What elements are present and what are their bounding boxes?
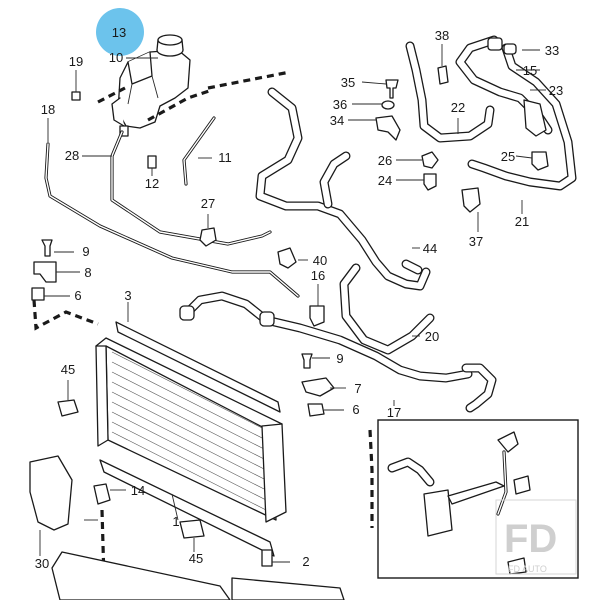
bleed-fitting [71, 91, 81, 101]
callout-7: 7 [354, 381, 361, 396]
callout-30: 30 [35, 556, 49, 571]
callout-19: 19 [69, 54, 83, 69]
drain-plug-2 [261, 549, 273, 567]
callout-9-center: 9 [336, 351, 343, 366]
highlight-bubble [96, 8, 144, 56]
callout-23: 23 [549, 83, 563, 98]
callout-45-left: 45 [61, 362, 75, 377]
callout-24: 24 [378, 173, 392, 188]
detail-inset [377, 419, 579, 579]
bracket-34 [375, 115, 401, 141]
clip-25 [531, 151, 549, 171]
leader-lines [39, 44, 546, 563]
rubber-mount-14 [93, 483, 111, 505]
lower-cross-member [51, 551, 231, 600]
callout-2: 2 [302, 554, 309, 569]
clip-45-bottom [179, 519, 205, 539]
callout-35: 35 [341, 75, 355, 90]
callout-13: 13 [112, 25, 126, 40]
callout-26: 26 [378, 153, 392, 168]
callout-20: 20 [425, 329, 439, 344]
washer-36 [381, 100, 395, 110]
clip-26 [421, 151, 439, 169]
bolt-35 [385, 79, 399, 99]
callout-25: 25 [501, 149, 515, 164]
callout-11: 11 [218, 150, 232, 165]
clip-40 [277, 247, 297, 269]
callout-8: 8 [84, 265, 91, 280]
clip-45-left [57, 399, 79, 417]
callout-45-bottom: 45 [189, 551, 203, 566]
callout-14: 14 [131, 483, 145, 498]
connection-line [147, 88, 213, 122]
mount-6-center [307, 403, 325, 417]
mount-6-left [31, 287, 45, 301]
lower-cross-member-2 [231, 577, 345, 600]
callout-37: 37 [469, 234, 483, 249]
side-bracket-30 [29, 455, 73, 531]
connection-line [368, 429, 374, 528]
clip-16 [309, 305, 325, 327]
hose-connector [179, 305, 195, 321]
callout-10: 10 [109, 50, 123, 65]
radiator [95, 321, 287, 557]
bracket-23 [523, 99, 547, 137]
callout-12: 12 [145, 176, 159, 191]
connection-line [97, 86, 126, 104]
callout-21: 21 [515, 214, 529, 229]
callout-9-left: 9 [82, 244, 89, 259]
svg-text:FD: FD [504, 517, 557, 561]
callout-18: 18 [41, 102, 55, 117]
bolt-9-left [41, 239, 53, 257]
callout-34: 34 [330, 113, 344, 128]
hose-clamp-33 [487, 37, 503, 51]
clip-38 [437, 65, 449, 85]
callout-16: 16 [311, 268, 325, 283]
callout-6-center: 6 [352, 402, 359, 417]
connection-line [207, 70, 291, 90]
callout-33: 33 [545, 43, 559, 58]
watermark-logo: FD FD AUTO [495, 499, 577, 575]
expansion-tank-cap [156, 34, 184, 57]
callout-15: 15 [523, 63, 537, 78]
upper-radiator-hose [255, 87, 431, 291]
callout-36: 36 [333, 97, 347, 112]
callout-3: 3 [124, 288, 131, 303]
connection-line [32, 299, 99, 331]
callout-6-left: 6 [74, 288, 81, 303]
expansion-tank [111, 49, 191, 137]
callout-1: 1 [172, 514, 179, 529]
coolant-pipe-11 [182, 116, 216, 186]
bracket-7 [301, 377, 335, 397]
hose-clamp-33 [503, 43, 517, 55]
callout-28: 28 [65, 148, 79, 163]
callout-40: 40 [313, 253, 327, 268]
callout-22: 22 [451, 100, 465, 115]
callout-44: 44 [423, 241, 437, 256]
clip-27 [199, 227, 217, 247]
sensor-fitting [147, 155, 157, 169]
bolt-9-center [301, 353, 313, 369]
callout-27: 27 [201, 196, 215, 211]
bracket-37 [461, 187, 481, 213]
callout-38: 38 [435, 28, 449, 43]
hose-connector [259, 311, 275, 327]
svg-text:FD AUTO: FD AUTO [508, 564, 547, 574]
bracket-8 [33, 261, 57, 283]
clip-24 [423, 173, 437, 191]
callout-labels: 13 10 19 18 28 12 11 27 9 8 6 3 45 14 1 … [35, 25, 563, 571]
callout-17: 17 [387, 405, 401, 420]
